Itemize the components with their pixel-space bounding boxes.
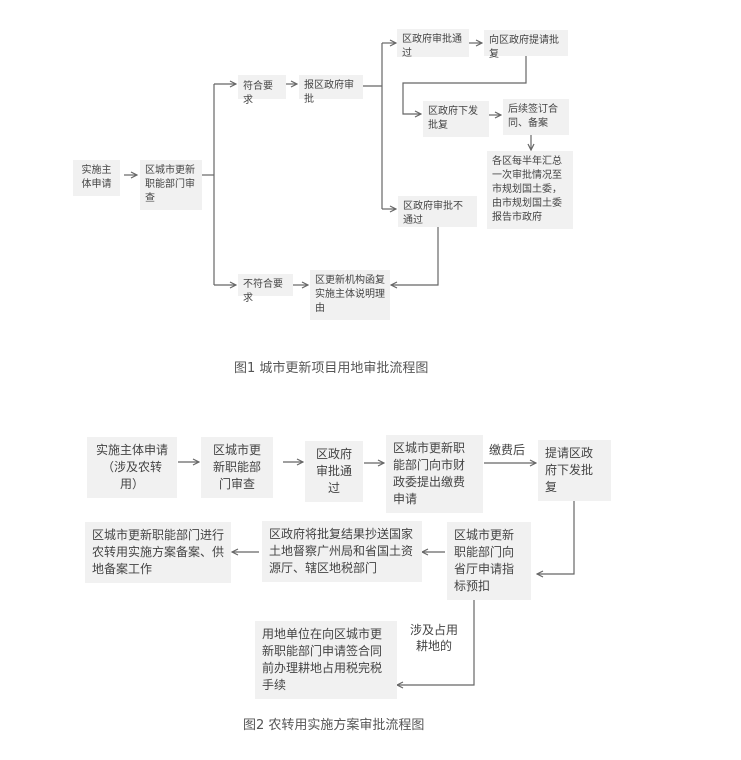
arrow	[537, 490, 575, 574]
arrow	[391, 227, 439, 285]
f2-farmland-label: 涉及占用耕地的	[409, 623, 458, 653]
f2-filing-node: 区城市更新职能部门进行农转用实施方案备案、供地备案工作	[85, 522, 231, 583]
f2-apply-node: 实施主体申请（涉及农转用）	[87, 437, 177, 498]
f1-summary-node: 各区每半年汇总一次审批情况至市规划国土委，由市规划国土委报告市政府	[487, 151, 573, 229]
f2-fee-node: 区城市更新职能部门向市财政委提出缴费申请	[386, 435, 483, 513]
arrow	[402, 56, 527, 114]
f2-quota-node: 区城市更新职能部门向省厅申请指标预扣	[447, 522, 531, 600]
f2-tax-node: 用地单位在向区城市更新职能部门申请签合同前办理耕地占用税完税手续	[255, 621, 397, 699]
f2-approved-node: 区政府审批通过	[305, 441, 363, 502]
f1-apply-node: 实施主体申请	[73, 160, 120, 196]
f1-contract-node: 后续签订合同、备案	[503, 99, 569, 135]
f1-issue-node: 区政府下发批复	[423, 101, 489, 137]
figure1-caption: 图1 城市更新项目用地审批流程图	[234, 361, 429, 376]
f1-review-node: 区城市更新职能部门审查	[140, 160, 202, 210]
f2-copy-node: 区政府将批复结果抄送国家土地督察广州局和省国土资源厅、辖区地税部门	[262, 521, 422, 582]
f2-after-fee-label: 缴费后	[489, 443, 526, 457]
f2-review-node: 区城市更新职能部门审查	[201, 437, 273, 498]
f1-not-meets-node: 不符合要求	[238, 274, 293, 304]
f2-request-node: 提请区政府下发批复	[538, 440, 611, 501]
f1-reply-node: 区更新机构函复实施主体说明理由	[310, 270, 390, 320]
f1-rejected-node: 区政府审批不通过	[398, 196, 477, 227]
f1-request-node: 向区政府提请批复	[484, 30, 568, 60]
f1-meets-node: 符合要求	[238, 75, 286, 106]
f1-report-node: 报区政府审批	[299, 75, 363, 105]
f1-approved-node: 区政府审批通过	[397, 29, 469, 59]
figure2-caption: 图2 农转用实施方案审批流程图	[243, 718, 425, 733]
arrow	[397, 582, 475, 685]
